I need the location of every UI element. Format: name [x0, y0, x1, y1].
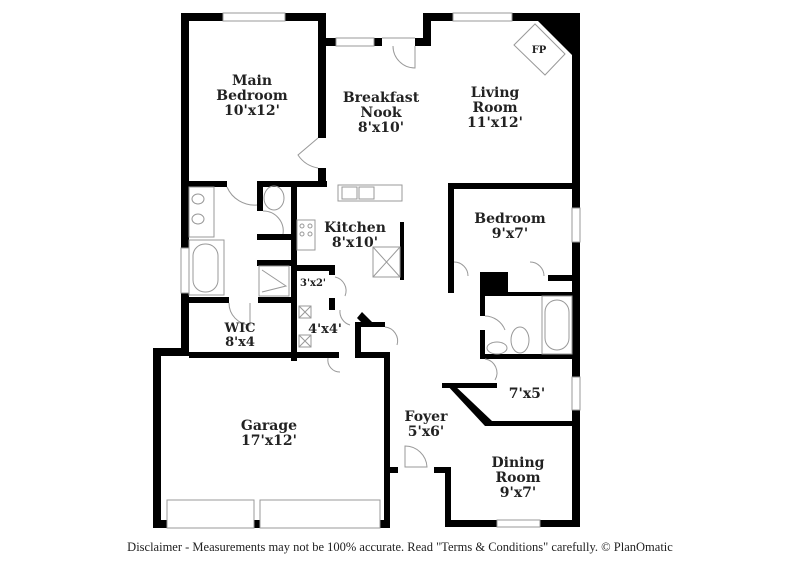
bedroom-size: 9'x7'	[492, 226, 528, 242]
garage-label: Garage	[241, 418, 297, 434]
living-size: 11'x12'	[467, 115, 523, 131]
main-bedroom-label-2: Bedroom	[216, 88, 288, 104]
wic-label: WIC	[223, 321, 255, 336]
living-label: Living	[471, 85, 520, 101]
disclaimer: Disclaimer - Measurements may not be 100…	[127, 540, 673, 554]
dining-size: 9'x7'	[500, 485, 536, 501]
small-room-size: 7'x5'	[509, 386, 545, 402]
fixtures	[166, 12, 581, 529]
nook-label: Breakfast	[343, 90, 420, 106]
foyer-size: 5'x6'	[408, 424, 444, 440]
main-bedroom-size: 10'x12'	[224, 103, 280, 119]
garage-size: 17'x12'	[241, 433, 297, 449]
laundry-size: 4'x4'	[308, 322, 342, 337]
kitchen-label: Kitchen	[324, 220, 386, 236]
dining-label: Dining	[492, 455, 545, 471]
room-labels: Main Bedroom 10'x12' Breakfast Nook 8'x1…	[216, 45, 546, 501]
foyer-label: Foyer	[405, 409, 449, 425]
living-label-2: Room	[472, 100, 517, 116]
walls	[153, 13, 580, 528]
nook-size: 8'x10'	[358, 120, 404, 136]
dining-label-2: Room	[495, 470, 540, 486]
main-bedroom-label: Main	[232, 73, 272, 89]
fireplace-label: FP	[532, 45, 547, 56]
kitchen-size: 8'x10'	[332, 235, 378, 251]
nook-label-2: Nook	[360, 105, 401, 121]
bedroom-label: Bedroom	[474, 211, 546, 227]
wic-size: 8'x4	[225, 335, 255, 350]
closet-size: 3'x2'	[300, 278, 326, 289]
